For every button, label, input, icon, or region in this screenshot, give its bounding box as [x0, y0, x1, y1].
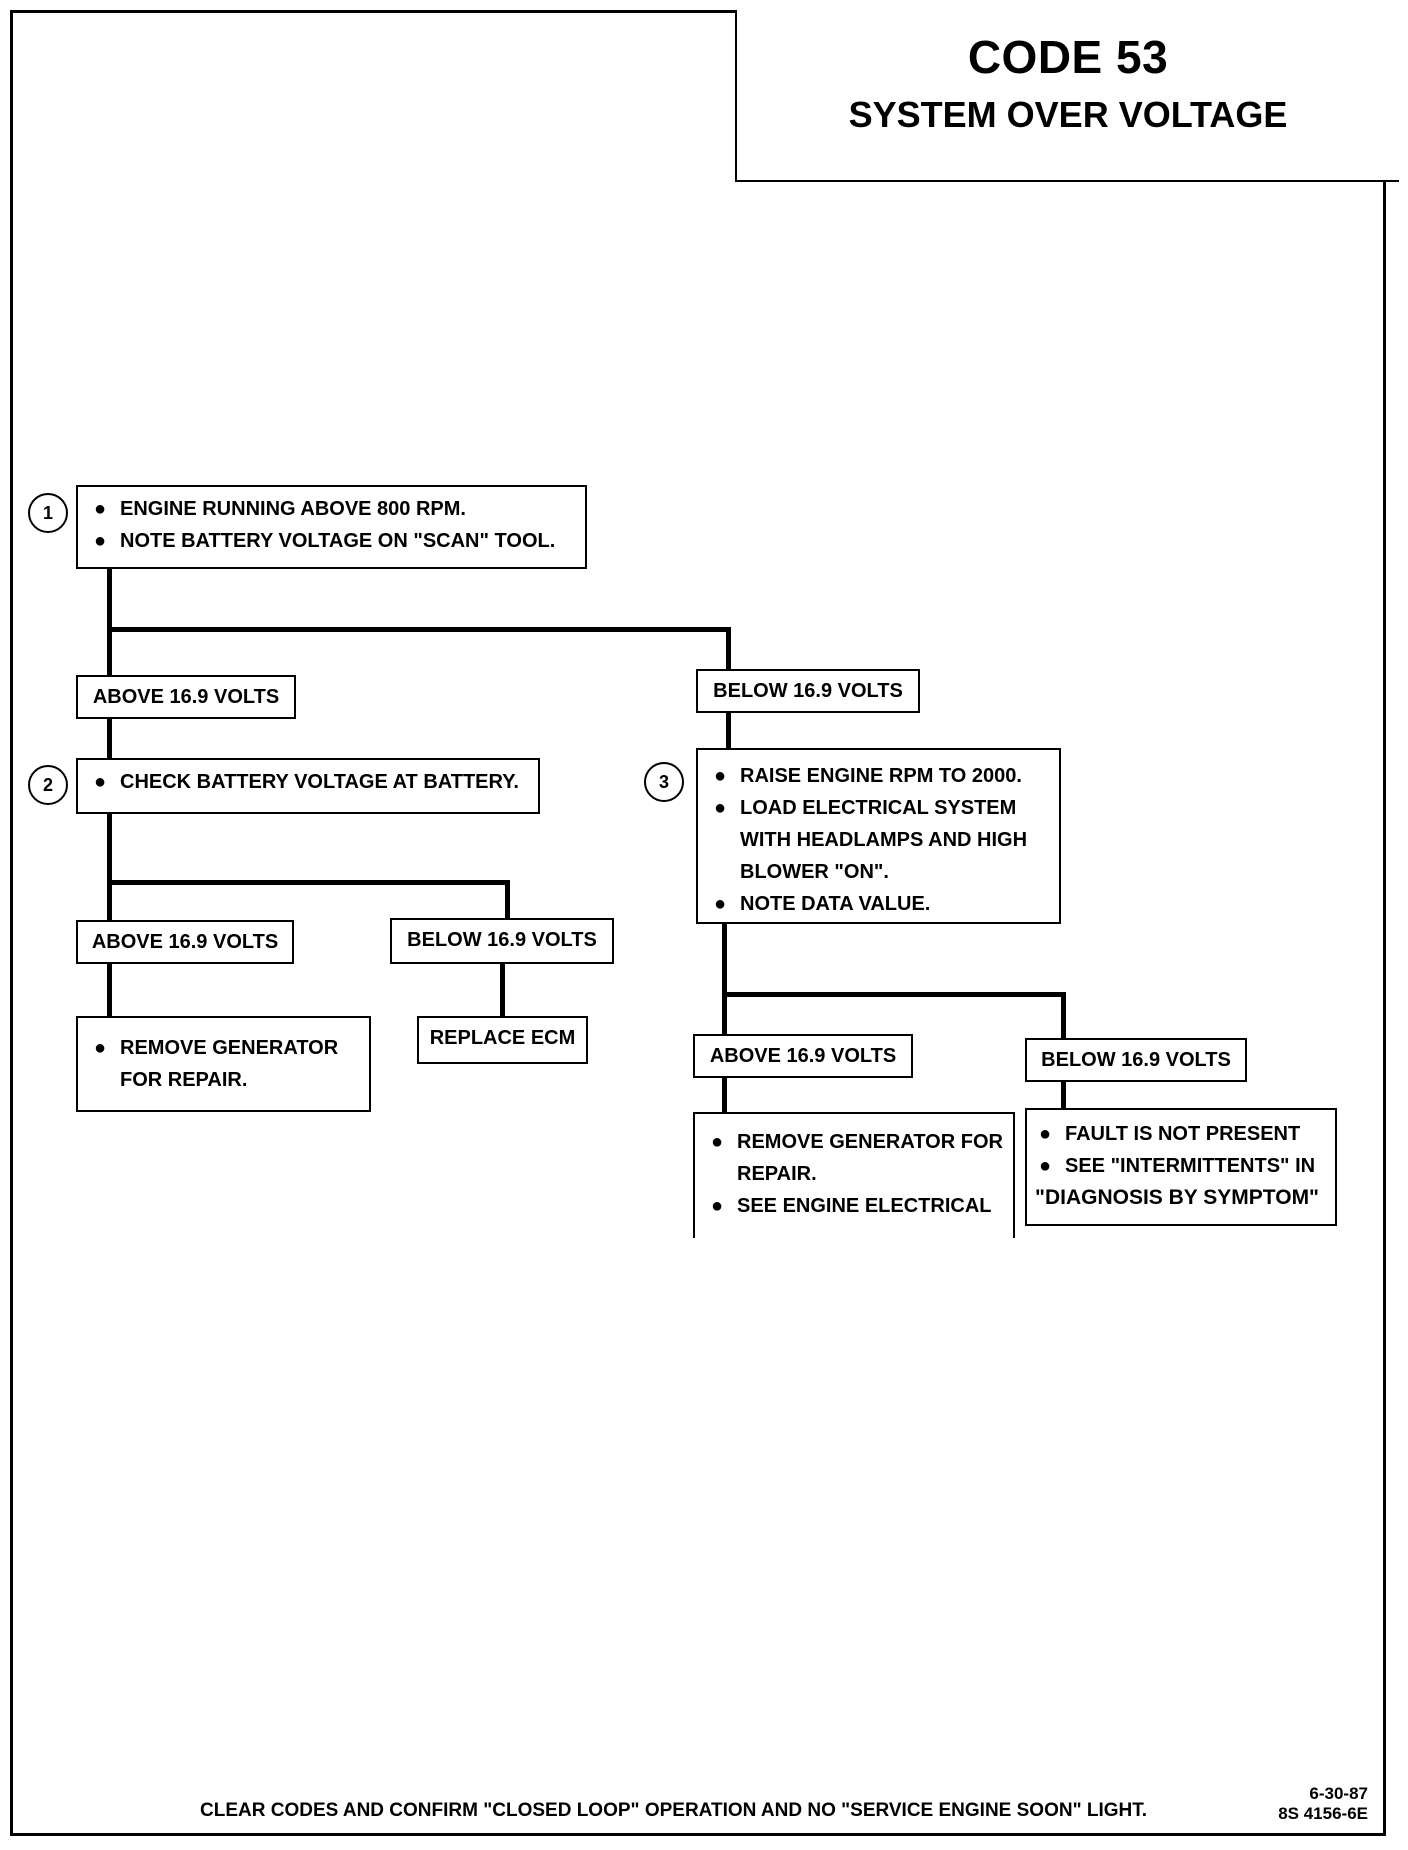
step-1-box: ●ENGINE RUNNING ABOVE 800 RPM. ●NOTE BAT…	[76, 485, 587, 569]
step-3-item: BLOWER "ON".	[740, 861, 889, 883]
document-date: 6-30-87	[1309, 1784, 1368, 1803]
result-remove-generator: ●REMOVE GENERATOR FOR REPAIR.	[76, 1016, 371, 1112]
step-3-item: ●LOAD ELECTRICAL SYSTEM	[713, 797, 1017, 819]
footer-instruction: CLEAR CODES AND CONFIRM "CLOSED LOOP" OP…	[200, 1800, 1148, 1821]
s2-below-label: BELOW 16.9 VOLTS	[390, 918, 614, 964]
connector-s3-below-to-result	[1061, 1080, 1066, 1110]
result-item: ●REMOVE GENERATOR FOR	[710, 1131, 1003, 1153]
s2-above-label: ABOVE 16.9 VOLTS	[76, 920, 294, 964]
connector-step2-right-down	[505, 880, 510, 920]
s3-above-label: ABOVE 16.9 VOLTS	[693, 1034, 913, 1078]
connector-s2-above-to-result	[107, 963, 112, 1018]
step-3-item: WITH HEADLAMPS AND HIGH	[740, 829, 1028, 851]
step-3-item: ●NOTE DATA VALUE.	[713, 893, 931, 915]
page-title: CODE 53	[967, 31, 1169, 83]
result-item: ●SEE "INTERMITTENTS" IN	[1038, 1155, 1316, 1177]
result-item: REPAIR.	[737, 1163, 817, 1185]
step-1-marker: 1	[28, 493, 68, 533]
connector-step1-down	[107, 568, 112, 680]
connector-step1-horizontal	[107, 627, 731, 632]
connector-step3-horizontal	[722, 992, 1066, 997]
step-2-marker: 2	[28, 765, 68, 805]
step-1-item: ●NOTE BATTERY VOLTAGE ON "SCAN" TOOL.	[93, 530, 556, 552]
connector-s2-below-to-ecm	[500, 963, 505, 1018]
page-subtitle: SYSTEM OVER VOLTAGE	[848, 94, 1288, 135]
document-number: 8S 4156-6E	[1278, 1804, 1368, 1823]
connector-s1-above-to-step2	[107, 718, 112, 760]
step-3-item: ●RAISE ENGINE RPM TO 2000.	[713, 765, 1022, 787]
connector-s1-below-to-step3	[726, 712, 731, 749]
page-border	[10, 10, 1386, 1836]
connector-step3-right-down	[1061, 992, 1066, 1046]
step-1-item: ●ENGINE RUNNING ABOVE 800 RPM.	[93, 498, 466, 520]
result-item: ●REMOVE GENERATOR	[93, 1037, 339, 1059]
result-remove-generator-2: ●REMOVE GENERATOR FOR REPAIR. ●SEE ENGIN…	[693, 1112, 1015, 1238]
result-replace-ecm: REPLACE ECM	[417, 1016, 588, 1064]
result-fault-not-present: ●FAULT IS NOT PRESENT ●SEE "INTERMITTENT…	[1025, 1108, 1337, 1226]
result-item: FOR REPAIR.	[120, 1069, 248, 1091]
connector-step2-down	[107, 812, 112, 920]
step-2-item: ●CHECK BATTERY VOLTAGE AT BATTERY.	[93, 771, 519, 793]
result-item: "DIAGNOSIS BY SYMPTOM"	[1035, 1186, 1320, 1209]
document-reference: 6-30-87 8S 4156-6E	[1258, 1784, 1368, 1824]
connector-step2-horizontal	[107, 880, 510, 885]
result-item: ●FAULT IS NOT PRESENT	[1038, 1123, 1301, 1145]
step-3-marker: 3	[644, 762, 684, 802]
s1-below-label: BELOW 16.9 VOLTS	[696, 669, 920, 713]
title-block: CODE 53 SYSTEM OVER VOLTAGE	[735, 10, 1399, 182]
step-2-box: ●CHECK BATTERY VOLTAGE AT BATTERY.	[76, 758, 540, 814]
step-3-box: ●RAISE ENGINE RPM TO 2000. ●LOAD ELECTRI…	[696, 748, 1061, 924]
connector-s3-above-to-result	[722, 1076, 727, 1114]
s1-above-label: ABOVE 16.9 VOLTS	[76, 675, 296, 719]
result-item: ●SEE ENGINE ELECTRICAL	[710, 1195, 992, 1217]
s3-below-label: BELOW 16.9 VOLTS	[1025, 1038, 1247, 1082]
connector-step1-right-down	[726, 627, 731, 672]
connector-step3-down	[722, 922, 727, 1042]
